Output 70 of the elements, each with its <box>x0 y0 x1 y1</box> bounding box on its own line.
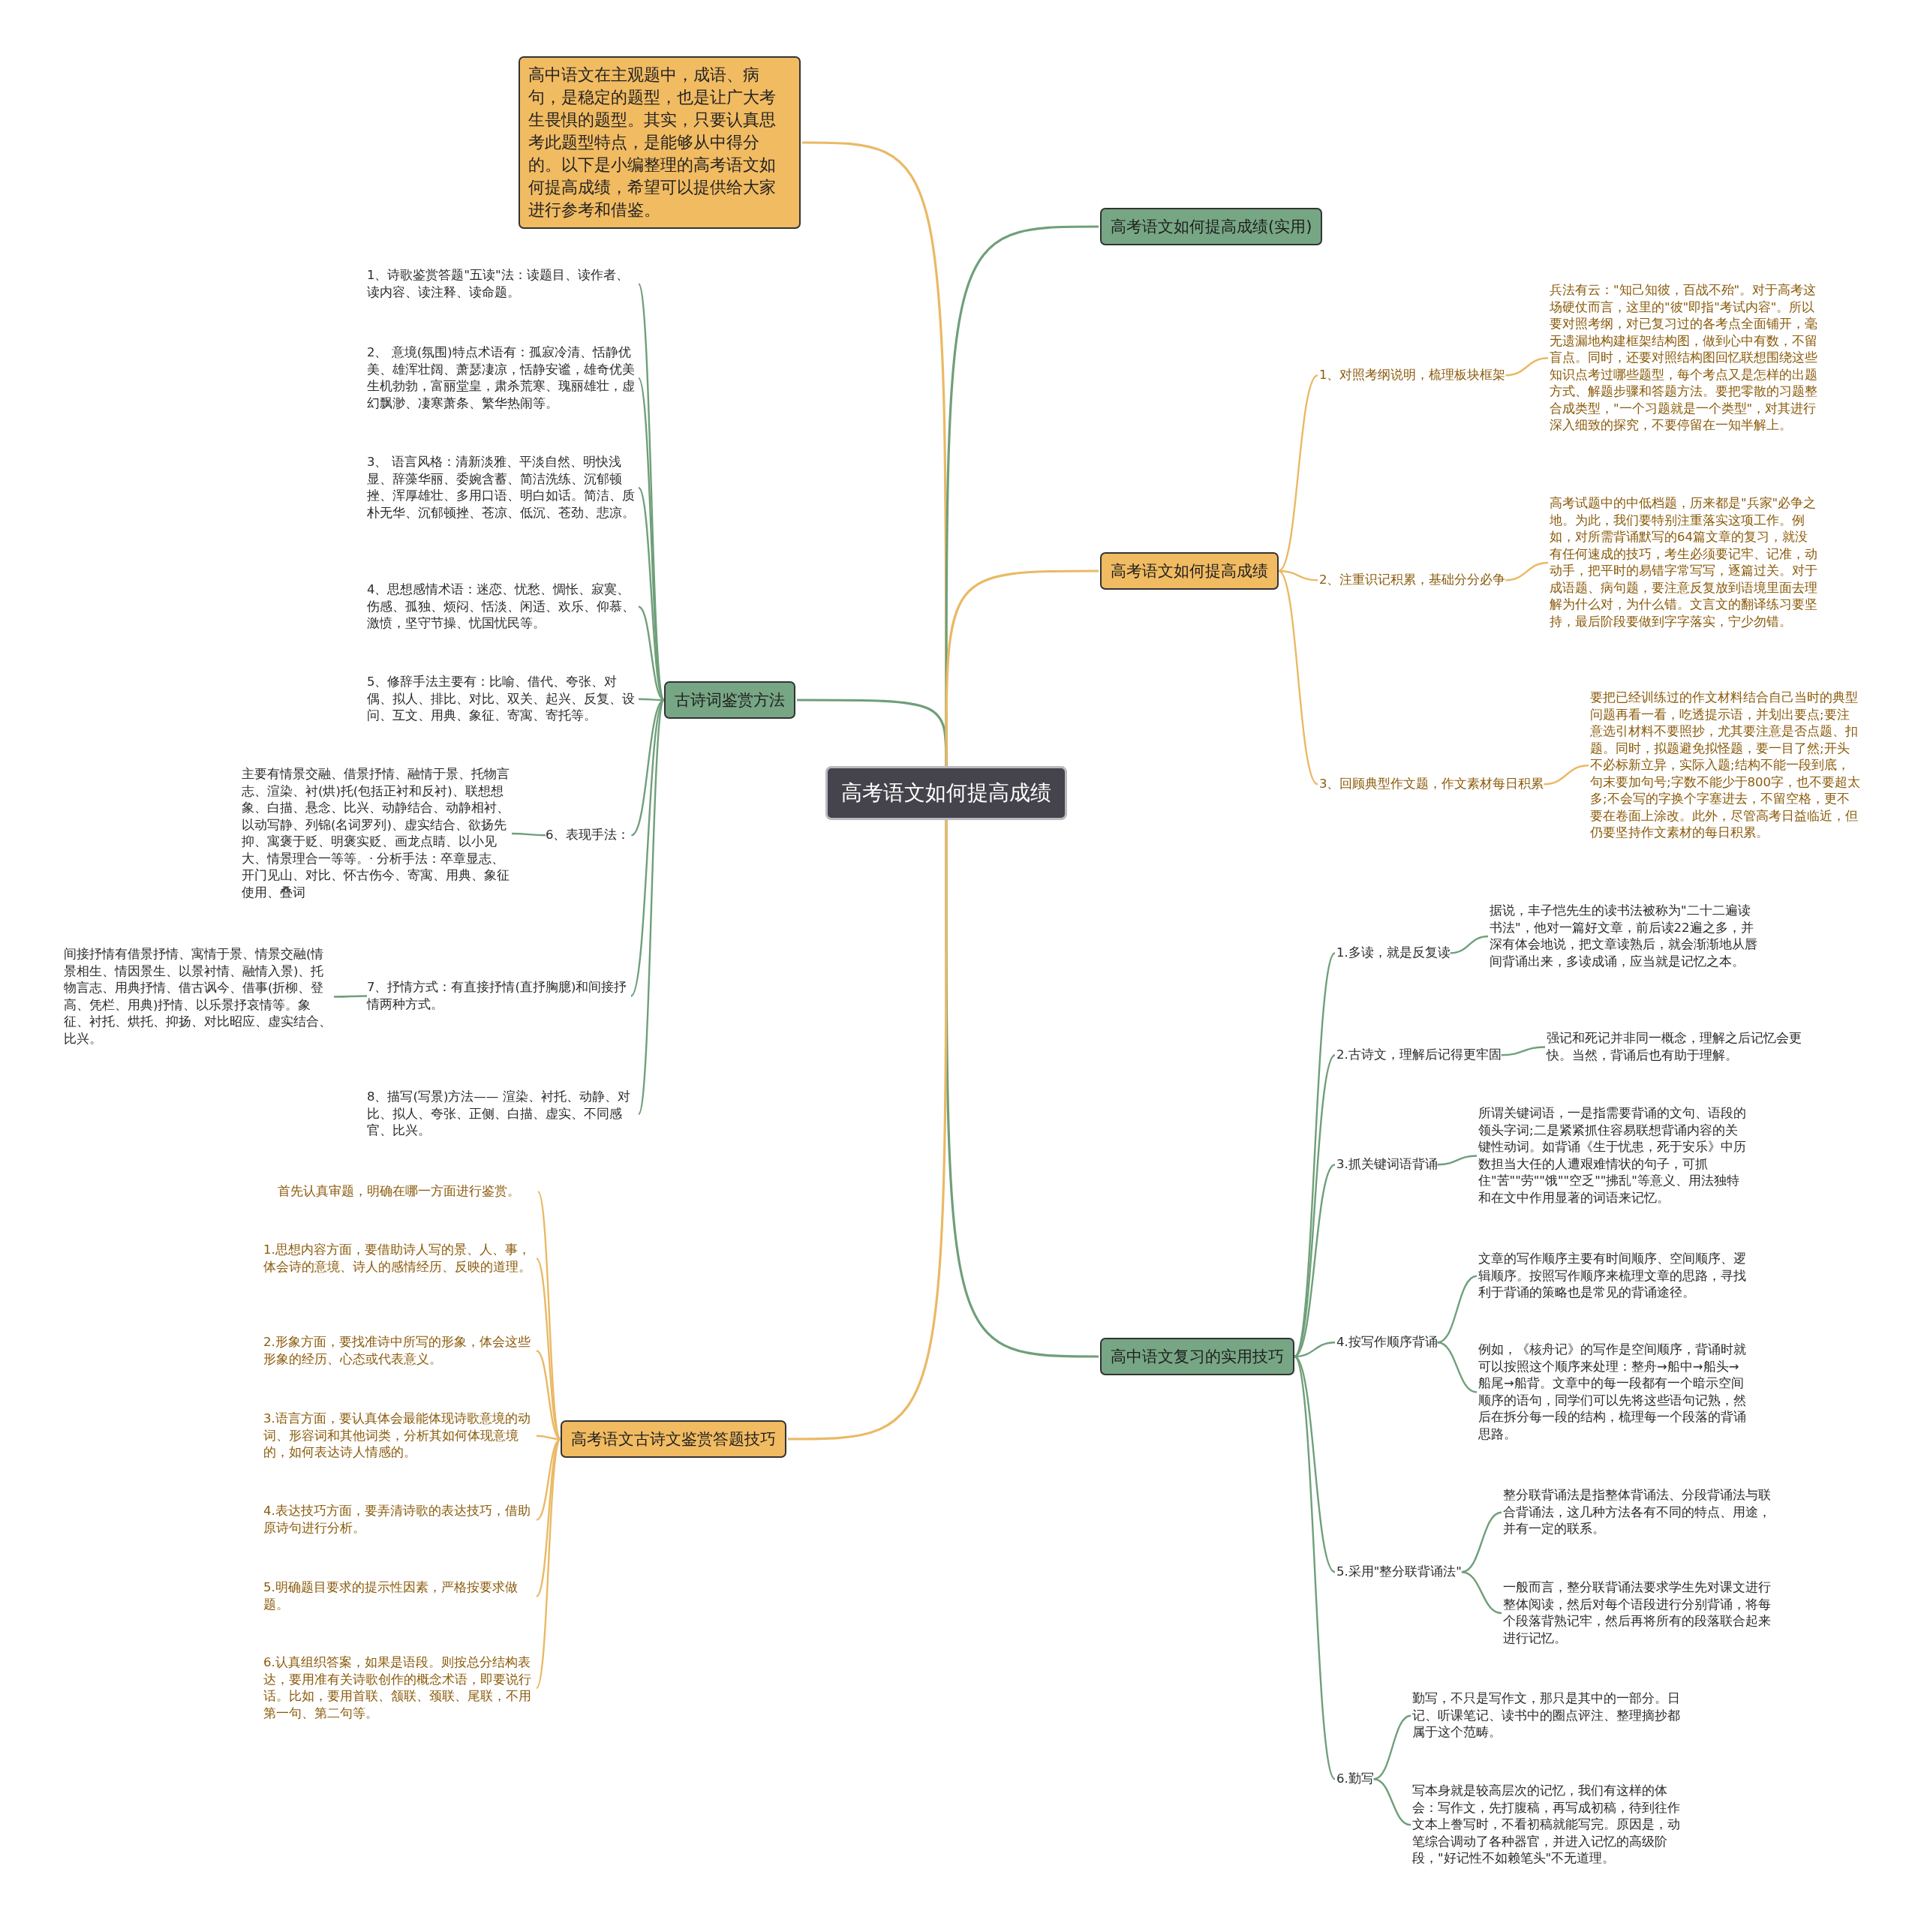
subtopic-text: 2、 意境(氛围)特点术语有：孤寂冷清、恬静优美、雄浑壮阔、萧瑟凄凉，恬静安谧，雄奇优美生机勃勃，富丽堂皇，肃杀荒寒、瑰丽雄壮，虚幻飘渺、凄寒萧条、繁华热闹等。 <box>367 344 637 412</box>
subtopic-text: 3、 语言风格：清新淡雅、平淡自然、明快浅显、辞藻华丽、委婉含蓄、简洁洗练、沉郁顿挫、浑厚雄壮、多用口语、明白如话。简洁、质朴无华、沉郁顿挫、苍凉、低沉、苍劲、悲凉。 <box>367 454 637 521</box>
subtopic-text: 主要有情景交融、借景抒情、融情于景、托物言志、渲染、衬(烘)托(包括正衬和反衬)、联想想象、白描、悬念、比兴、动静结合、动静相衬、以动写静、列锦(名词罗列)、虚实结合、欲扬先抑、寓褒于贬、明褒实贬、画龙点睛、以小见大、情景理合一等等。· 分析手法：卒章显志、开门见山、对比、怀古伤今、寄寓、用典、象征使用、叠词 <box>242 766 510 901</box>
topic-box: 高中语文复习的实用技巧 <box>1100 1338 1294 1375</box>
connector-line <box>1278 570 1318 786</box>
subtopic-text: 强记和死记并非同一概念，理解之后记忆会更快。当然，背诵后也有助于理解。 <box>1547 1030 1818 1064</box>
connector-line <box>1293 1356 1336 1780</box>
central-topic: 高考语文如何提高成绩 <box>825 766 1067 820</box>
subtopic-text: 1.多读，就是反复读 <box>1336 945 1451 962</box>
subtopic-text: 6.认真组织答案，如果是语段。则按总分结构表达，要用准有关诗歌创作的概念术语，即要说行话。比如，要用首联、颔联、颈联、尾联，不用第一句、第二句等。 <box>263 1654 535 1722</box>
subtopic-text: 5、修辞手法主要有：比喻、借代、夸张、对偶、拟人、排比、对比、双关、起兴、反复、设问、互文、用典、象征、寄寓、寄托等。 <box>367 674 637 725</box>
connector-line <box>535 1438 562 1689</box>
subtopic-text: 6.勤写 <box>1336 1771 1374 1788</box>
note-box: 高中语文在主观题中，成语、病句，是稳定的题型，也是让广大考生畏惧的题型。其实，只要认真思考此题型特点，是能够从中得分的。以下是小编整理的高考语文如何提高成绩，希望可以提供给大家进行参考和借鉴。 <box>519 56 801 229</box>
subtopic-text: 文章的写作顺序主要有时间顺序、空间顺序、逻辑顺序。按照写作顺序来梳理文章的思路，寻找利于背诵的策略也是常见的背诵途径。 <box>1478 1251 1748 1302</box>
subtopic-text: 2.形象方面，要找准诗中所写的形象，体会这些形象的经历、心态或代表意义。 <box>263 1334 535 1368</box>
subtopic-text: 5.采用"整分联背诵法" <box>1336 1564 1462 1581</box>
subtopic-text: 所谓关键词语，一是指需要背诵的文句、语段的领头字词;二是紧紧抓住容易联想背诵内容的关键性动词。如背诵《生于忧患，死于安乐》中历数担当大任的人遭艰难情状的句子，可抓住"苦""劳""饿""空乏""拂乱"等意义、用法独特和在文中作用显著的词语来记忆。 <box>1478 1105 1748 1206</box>
connector-line <box>1450 935 1489 954</box>
subtopic-text: 1.思想内容方面，要借助诗人写的景、人、事，体会诗的意境、诗人的感情经历、反映的道理。 <box>263 1242 535 1275</box>
subtopic-text: 4、思想感情术语：迷恋、忧愁、惆怅、寂寞、伤感、孤独、烦闷、恬淡、闲适、欢乐、仰慕、激愤，坚守节操、忧国忧民等。 <box>367 581 637 632</box>
subtopic-text: 4.表达技巧方面，要弄清诗歌的表达技巧，借助原诗句进行分析。 <box>263 1503 535 1537</box>
subtopic-text: 兵法有云："知己知彼，百战不殆"。对于高考这场硬仗而言，这里的"彼"即指"考试内容"。所以要对照考纲，对已复习过的各考点全面铺开，毫无遗漏地构建框架结构图，做到心中有数，不留盲点。同时，还要对照结构图回忆联想围绕这些知识点考过哪些题型，每个考点又是怎样的出题方式、解题步骤和答题方法。要把零散的习题整合成类型，"一个习题就是一个类型"，对其进行深入细致的探究，不要停留在一知半解上。 <box>1550 282 1820 434</box>
topic-box: 高考语文如何提高成绩(实用) <box>1100 208 1323 245</box>
subtopic-text: 3.语言方面，要认真体会最能体现诗歌意境的动词、形容词和其他词类，分析其如何体现意境的，如何表达诗人情感的。 <box>263 1411 535 1462</box>
subtopic-text: 勤写，不只是写作文，那只是其中的一部分。日记、听课笔记、读书中的圈点评注、整理摘抄都属于这个范畴。 <box>1412 1690 1682 1741</box>
connector-line <box>1373 1714 1411 1780</box>
connector-line <box>639 698 664 702</box>
connector-line <box>1505 357 1549 377</box>
subtopic-text: 7、抒情方式：有直接抒情(直抒胸臆)和间接抒情两种方式。 <box>367 979 630 1013</box>
connector-line <box>1501 1046 1546 1056</box>
connector-line <box>334 995 367 998</box>
connector-line <box>1461 1571 1502 1615</box>
connector-line <box>1278 374 1318 572</box>
subtopic-text: 6、表现手法： <box>546 827 630 844</box>
subtopic-text: 8、描写(写景)方法—— 渲染、衬托、动静、对比、拟人、夸张、正侧、白描、虚实、不同感官、比兴。 <box>367 1089 637 1140</box>
subtopic-text: 3、回顾典型作文题，作文素材每日积累 <box>1319 776 1544 793</box>
subtopic-text: 间接抒情有借景抒情、寓情于景、情景交融(情景相生、情因景生、以景衬情、融情入景)、托物言志、用典抒情、借古讽今、借事(折柳、登高、凭栏、用典)抒情、以乐景抒哀情等。象征、衬托、烘托、抑扬、对比昭应、虚实结合、比兴。 <box>64 946 332 1047</box>
subtopic-text: 5.明确题目要求的提示性因素，严格按要求做题。 <box>263 1579 535 1613</box>
connector-line <box>637 377 666 701</box>
subtopic-text: 高考试题中的中低档题，历来都是"兵家"必争之地。为此，我们要特别注重落实这项工作。例如，对所需背诵默写的64篇文章的复习，就没有任何速成的技巧，考生必须要记牢、记准，动动手，把平时的易错字常写写，逐篇过关。对于成语题、病句题，要注意反复放到语境里面去理解为什么对，为什么错。文言文的翻译练习要坚持，最后阶段要做到字字落实，宁少勿错。 <box>1550 495 1820 630</box>
connector-line <box>1278 569 1318 581</box>
connector-line <box>788 820 948 1441</box>
subtopic-text: 1、诗歌鉴赏答题"五读"法：读题目、读作者、读内容、读注释、读命题。 <box>367 267 637 301</box>
subtopic-text: 2.古诗文，理解后记得更牢固 <box>1336 1047 1502 1064</box>
connector-line <box>536 1438 561 1597</box>
subtopic-text: 例如，《核舟记》的写作是空间顺序，背诵时就可以按照这个顺序来处理：整舟→船中→船头→船尾→船背。文章中的每一段都有一个暗示空间顺序的语句，同学们可以先将这些语句记熟，然后在拆分每一段的结构，梳理每一个段落的背诵思路。 <box>1478 1342 1748 1443</box>
subtopic-text: 整分联背诵法是指整体背诵法、分段背诵法与联合背诵法，这几种方法各有不同的特点、用途，并有一定的联系。 <box>1503 1487 1775 1538</box>
subtopic-text: 3.抓关键词语背诵 <box>1336 1156 1438 1173</box>
subtopic-text: 要把已经训练过的作文材料结合自己当时的典型问题再看一看，吃透提示语，并划出要点;要注意选引材料不要照抄，尤其要注意是否点题、扣题。同时，拟题避免拟怪题，要一目了然;开头不必标新立异，实际入题;结构不能一段到底，句末要加句号;字数不能少于800字，也不要超太多;不会写的字换个字塞进去，不留空格，更不要在卷面上涂改。此外，尽管高考日益临近，但仍要坚持作文素材的每日积累。 <box>1590 690 1862 842</box>
connector-line <box>1437 1155 1478 1166</box>
subtopic-text: 首先认真审题，明确在哪一方面进行鉴赏。 <box>278 1183 537 1200</box>
connector-line <box>1505 561 1549 581</box>
subtopic-text: 4.按写作顺序背诵 <box>1336 1334 1438 1351</box>
connector-line <box>1437 1342 1478 1393</box>
topic-box: 高考语文古诗文鉴赏答题技巧 <box>561 1420 786 1458</box>
connector-line <box>1373 1778 1411 1826</box>
connector-line <box>512 832 546 837</box>
topic-box: 高考语文如何提高成绩 <box>1100 552 1279 590</box>
connector-line <box>1544 765 1589 786</box>
subtopic-text: 一般而言，整分联背诵法要求学生先对课文进行整体阅读，然后对每个语段进行分别背诵，将每个段落背熟记牢，然后再将所有的段落联合起来进行记忆。 <box>1503 1579 1775 1647</box>
subtopic-text: 写本身就是较高层次的记忆，我们有这样的体会：写作文，先打腹稿，再写成初稿，待到往作文本上誊写时，不看初稿就能写完。原因是，动笔综合调动了各种器官，并进入记忆的高级阶段，"好记性不如赖笔头"不无道理。 <box>1412 1783 1682 1867</box>
subtopic-text: 据说，丰子恺先生的读书法被称为"二十二遍读书法"，他对一篇好文章，前后读22遍之多，并深有体会地说，把文章读熟后，就会渐渐地从唇间背诵出来，多读成诵，应当就是记忆之本。 <box>1490 903 1760 970</box>
subtopic-text: 2、注重识记积累，基础分分必争 <box>1319 572 1506 589</box>
connector-line <box>945 569 1099 766</box>
topic-box: 古诗词鉴赏方法 <box>664 681 795 719</box>
connector-line <box>1294 1054 1336 1357</box>
connector-line <box>537 1191 562 1440</box>
connector-line <box>637 699 666 1115</box>
subtopic-text: 1、对照考纲说明，梳理板块框架 <box>1319 367 1506 384</box>
